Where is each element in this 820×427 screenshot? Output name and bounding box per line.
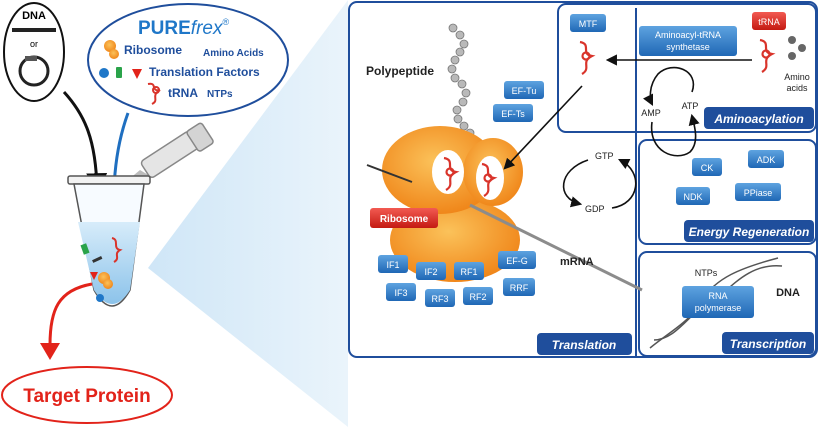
mtf-label: MTF xyxy=(579,19,598,29)
svg-text:RF2: RF2 xyxy=(469,292,486,302)
gtp-label: GTP xyxy=(595,151,614,161)
brand-logo: PUREfrex® xyxy=(138,17,229,39)
or-label: or xyxy=(30,39,38,49)
target-protein-label: Target Protein xyxy=(23,386,150,407)
ribosome-badge-label: Ribosome xyxy=(380,214,429,225)
svg-text:CK: CK xyxy=(701,163,714,173)
translation-panel-label: Translation xyxy=(552,338,616,352)
svg-text:EF-Ts: EF-Ts xyxy=(501,109,525,119)
pipette-icon xyxy=(128,122,214,180)
factor-rf2: RF2 xyxy=(463,287,493,305)
factor-rf1: RF1 xyxy=(454,262,484,280)
trna-mini-icon xyxy=(147,82,161,105)
kit-ntps: NTPs xyxy=(207,89,233,100)
reaction-tube xyxy=(67,175,151,307)
energy-panel-label: Energy Regeneration xyxy=(689,225,810,239)
linear-dna-icon xyxy=(12,28,56,32)
gdp-label: GDP xyxy=(585,204,605,214)
rna-polymerase-line1: RNA xyxy=(708,291,727,301)
factor-if2: IF2 xyxy=(416,262,446,280)
enzyme-ppiase: PPiase xyxy=(735,183,781,201)
rna-polymerase-line2: polymerase xyxy=(695,303,742,313)
factor-rf3: RF3 xyxy=(425,289,455,307)
kit-trna: tRNA xyxy=(168,86,198,100)
dna-to-tube-arrow xyxy=(62,90,108,195)
aminoacylation-panel xyxy=(557,3,817,133)
rna-polymerase-badge xyxy=(682,286,754,318)
kit-amino-acids: Amino Acids xyxy=(203,48,264,59)
factor-ef-ts: EF-Ts xyxy=(493,104,533,122)
polypeptide-label: Polypeptide xyxy=(366,64,434,78)
free-trna-icon xyxy=(759,38,776,73)
ribosome-mini-icon xyxy=(104,40,116,52)
amp-regeneration-arrow xyxy=(650,113,700,157)
trna-badge xyxy=(752,12,786,30)
svg-text:NDK: NDK xyxy=(683,192,702,202)
trna-a-site-icon xyxy=(481,162,498,197)
svg-text:EF-Tu: EF-Tu xyxy=(512,86,537,96)
factor-if1: IF1 xyxy=(378,255,408,273)
aminoacylation-tab xyxy=(704,107,814,129)
svg-text:RRF: RRF xyxy=(510,283,529,293)
ntps-label: NTPs xyxy=(695,268,718,278)
enzyme-ck: CK xyxy=(692,158,722,176)
gdp-to-gtp-arrow xyxy=(611,158,637,209)
atp-to-amp-arrow xyxy=(642,66,695,107)
dna-source-ellipse xyxy=(3,2,65,102)
trna-badge-label: tRNA xyxy=(758,17,780,27)
svg-text:RF3: RF3 xyxy=(431,294,448,304)
factor-mini-icon xyxy=(99,68,109,78)
kit-ribosome: Ribosome xyxy=(124,43,182,57)
amino-acids-line2: acids xyxy=(786,83,808,93)
factor-if3: IF3 xyxy=(386,283,416,301)
factor-ef-tu: EF-Tu xyxy=(504,81,544,99)
transcription-tab xyxy=(722,332,814,354)
mrna-left-strand xyxy=(366,164,413,183)
svg-text:PPiase: PPiase xyxy=(744,188,773,198)
svg-text:RF1: RF1 xyxy=(460,267,477,277)
energy-tab xyxy=(684,220,814,242)
dna-label-transcription: DNA xyxy=(776,287,800,299)
amp-label: AMP xyxy=(641,108,661,118)
dna-label: DNA xyxy=(22,10,46,22)
factor-rrf: RRF xyxy=(503,278,535,296)
mrna-label: mRNA xyxy=(560,256,594,268)
mrna-strand xyxy=(469,203,643,292)
amino-acid-dots xyxy=(788,36,806,60)
atp-label: ATP xyxy=(682,101,699,111)
transcription-panel-label: Transcription xyxy=(730,337,806,351)
svg-text:IF2: IF2 xyxy=(424,267,437,277)
mtf-badge xyxy=(570,14,606,32)
amino-acids-line1: Amino xyxy=(784,72,810,82)
svg-text:IF3: IF3 xyxy=(394,288,407,298)
factor-ef-g: EF-G xyxy=(498,251,536,269)
ribosome-badge xyxy=(370,208,438,228)
mtf-to-ribosome-arrow xyxy=(503,85,583,170)
enzyme-ndk: NDK xyxy=(676,187,710,205)
svg-text:IF1: IF1 xyxy=(386,260,399,270)
output-arrow xyxy=(48,282,93,346)
gtp-to-gdp-arrow xyxy=(562,159,589,208)
plasmid-insert-icon xyxy=(25,56,37,61)
translation-tab xyxy=(537,333,632,355)
target-protein-ellipse xyxy=(1,366,173,424)
aminoacylation-panel-label: Aminoacylation xyxy=(713,112,803,126)
svg-text:EF-G: EF-G xyxy=(506,256,528,266)
trna-p-site-icon xyxy=(443,156,460,191)
kit-translation-factors: Translation Factors xyxy=(149,65,260,79)
zoom-beam xyxy=(148,0,348,427)
synthetase-line2: synthetase xyxy=(666,42,710,52)
kit-ellipse xyxy=(87,3,289,117)
mtf-trna-icon xyxy=(579,40,596,75)
synthetase-line1: Aminoacyl-tRNA xyxy=(655,30,721,40)
svg-text:ADK: ADK xyxy=(757,155,776,165)
synthetase-badge xyxy=(639,26,737,56)
enzyme-adk: ADK xyxy=(748,150,784,168)
